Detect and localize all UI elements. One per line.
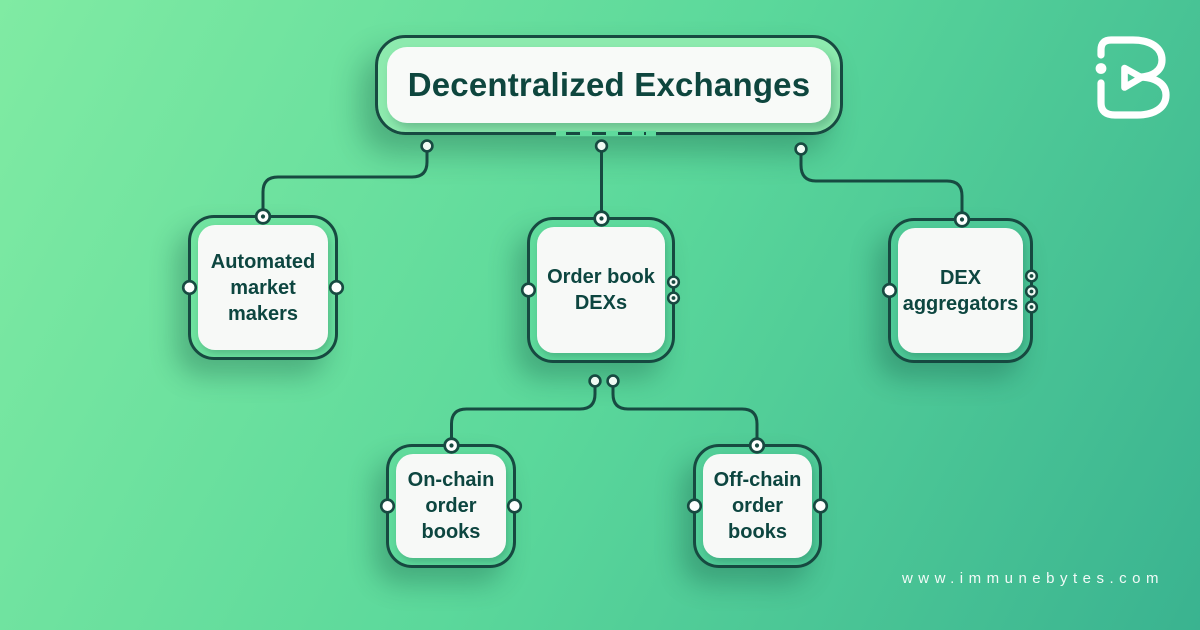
node-order-book-dexs: Order book DEXs — [527, 217, 675, 363]
node-label-dex-aggregators: DEX aggregators — [902, 266, 1019, 315]
page-title: Decentralized Exchanges — [407, 66, 811, 103]
node-label-off-chain-order-books: Off-chain order books — [713, 469, 802, 543]
node-card: DEX aggregators — [898, 228, 1023, 353]
node-card: Off-chain order books — [703, 454, 812, 558]
root-node-card: Decentralized Exchanges — [387, 47, 831, 123]
website-url: www.immunebytes.com — [901, 570, 1164, 587]
immunebytes-ib-logo-icon — [1095, 36, 1170, 119]
node-dex-aggregators: DEX aggregators — [888, 218, 1033, 363]
node-off-chain-order-books: Off-chain order books — [693, 444, 822, 568]
node-card: Automated market makers — [198, 225, 328, 350]
root-node-decentralized-exchanges: Decentralized Exchanges — [375, 35, 843, 135]
node-label-automated-market-makers: Automated market makers — [210, 250, 316, 325]
node-automated-market-makers: Automated market makers — [188, 215, 338, 360]
i-dot — [1095, 63, 1107, 74]
immunebytes-logo — [1089, 29, 1179, 119]
node-card: Order book DEXs — [537, 227, 665, 353]
node-label-on-chain-order-books: On-chain order books — [407, 469, 495, 543]
node-label-order-book-dexs: Order book DEXs — [547, 266, 655, 314]
node-on-chain-order-books: On-chain order books — [386, 444, 516, 568]
node-card: On-chain order books — [396, 454, 506, 558]
